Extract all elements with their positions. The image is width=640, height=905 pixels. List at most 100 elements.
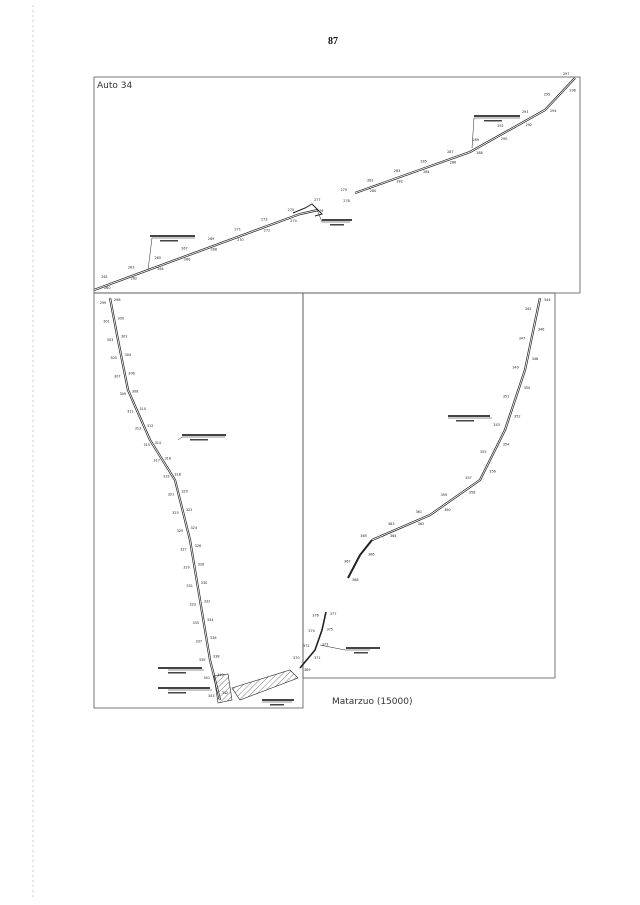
station-label: 319 bbox=[163, 475, 169, 479]
station-label: 371 bbox=[314, 656, 320, 660]
passage-line-left-inner bbox=[109, 297, 221, 701]
station-label: 288 bbox=[476, 151, 482, 155]
station-label: 358 bbox=[469, 491, 475, 495]
station-label: 361 bbox=[416, 510, 422, 514]
station-label: 368 bbox=[352, 578, 358, 582]
station-label: 298 bbox=[114, 298, 120, 302]
station-label: 332 bbox=[204, 599, 210, 603]
station-label: 310 bbox=[139, 407, 145, 411]
station-label: 286 bbox=[450, 161, 456, 165]
station-label: 299 bbox=[100, 301, 106, 305]
station-label: 331 bbox=[186, 584, 192, 588]
station-label: 320 bbox=[181, 490, 187, 494]
station-label: 364 bbox=[390, 534, 396, 538]
station-label: 315 bbox=[144, 443, 150, 447]
callout-leader-9 bbox=[319, 644, 370, 651]
passage-line-bottom bbox=[299, 611, 327, 669]
station-label: 293 bbox=[522, 110, 528, 114]
station-label: 262 bbox=[131, 276, 137, 280]
station-label: 336 bbox=[210, 636, 216, 640]
station-label: 363 bbox=[388, 522, 394, 526]
station-label: 263 bbox=[128, 266, 134, 270]
passage-line-right bbox=[371, 297, 542, 542]
station-label: 342 bbox=[222, 691, 228, 695]
station-label: 337 bbox=[196, 639, 202, 643]
callout-leader-2 bbox=[471, 117, 520, 149]
station-label: 269 bbox=[208, 237, 214, 241]
callout-text-marks bbox=[150, 115, 520, 706]
passage-line-top-2 bbox=[354, 77, 576, 195]
station-label: 285 bbox=[420, 159, 426, 163]
station-label: 322 bbox=[186, 508, 192, 512]
station-label: 260 bbox=[104, 286, 110, 290]
station-label: 291 bbox=[497, 124, 503, 128]
station-label: 306 bbox=[128, 371, 134, 375]
station-label: 282 bbox=[396, 180, 402, 184]
station-label: 328 bbox=[198, 563, 204, 567]
station-label: 290 bbox=[501, 137, 507, 141]
station-label: 333 bbox=[189, 603, 195, 607]
station-label: 370 bbox=[293, 656, 299, 660]
station-label: 349 bbox=[512, 366, 518, 370]
station-label: 277 bbox=[314, 198, 320, 202]
callout-leader-1 bbox=[147, 237, 195, 271]
station-label: 309 bbox=[120, 392, 126, 396]
station-label: 344 bbox=[544, 298, 550, 302]
station-label: 314 bbox=[155, 441, 161, 445]
station-label: 351 bbox=[503, 394, 509, 398]
station-label: 357 bbox=[465, 476, 471, 480]
callout-leader-4 bbox=[177, 436, 225, 441]
station-label: 324 bbox=[191, 526, 197, 530]
station-label: 321 bbox=[168, 493, 174, 497]
station-label: 330 bbox=[201, 581, 207, 585]
station-label: 312 bbox=[147, 424, 153, 428]
passage-line-top-1-inner bbox=[93, 209, 319, 291]
station-label: 329 bbox=[183, 566, 189, 570]
station-label: 273 bbox=[261, 218, 267, 222]
station-label: 356 bbox=[489, 470, 495, 474]
station-label: 355 bbox=[480, 450, 486, 454]
map-caption: Matarzuo (15000) bbox=[332, 697, 413, 707]
station-label: 365 bbox=[360, 534, 366, 538]
station-label: 347 bbox=[519, 336, 525, 340]
station-label: 352 bbox=[514, 415, 520, 419]
station-label: 284 bbox=[423, 170, 429, 174]
passage-line-top-2-inner bbox=[354, 77, 576, 194]
station-label: 335 bbox=[193, 621, 199, 625]
station-label: 318 bbox=[174, 473, 180, 477]
station-label: 266 bbox=[184, 257, 190, 261]
station-label: 354 bbox=[503, 443, 509, 447]
station-label: 303 bbox=[107, 338, 113, 342]
right-passage bbox=[347, 297, 542, 579]
station-label: 267 bbox=[181, 247, 187, 251]
hatched-chamber-2 bbox=[231, 669, 299, 701]
top-passage bbox=[93, 77, 576, 292]
top-panel-frame bbox=[93, 76, 581, 294]
station-label: 271 bbox=[234, 227, 240, 231]
station-label: 345 bbox=[525, 307, 531, 311]
station-label: 270 bbox=[237, 238, 243, 242]
station-label: 268 bbox=[211, 248, 217, 252]
station-label: 317 bbox=[153, 459, 159, 463]
station-label: 280 bbox=[370, 189, 376, 193]
station-label: 302 bbox=[121, 335, 127, 339]
station-label: 265 bbox=[155, 256, 161, 260]
station-label: 375 bbox=[327, 627, 333, 631]
station-label: 325 bbox=[177, 529, 183, 533]
station-label: 301 bbox=[103, 320, 109, 324]
station-label: 295 bbox=[544, 93, 550, 97]
station-label: 343 bbox=[208, 694, 214, 698]
hatched-chamber-1 bbox=[213, 673, 233, 704]
station-label: 338 bbox=[213, 655, 219, 659]
station-label: 292 bbox=[526, 123, 532, 127]
station-label: 327 bbox=[180, 547, 186, 551]
station-label: 305 bbox=[110, 356, 116, 360]
station-label: 348 bbox=[532, 357, 538, 361]
page-number: 87 bbox=[328, 36, 338, 47]
station-label: 274 bbox=[290, 219, 296, 223]
station-label: 316 bbox=[165, 457, 171, 461]
station-label: 287 bbox=[447, 150, 453, 154]
station-label: 362 bbox=[418, 522, 424, 526]
station-label: 264 bbox=[157, 267, 163, 271]
